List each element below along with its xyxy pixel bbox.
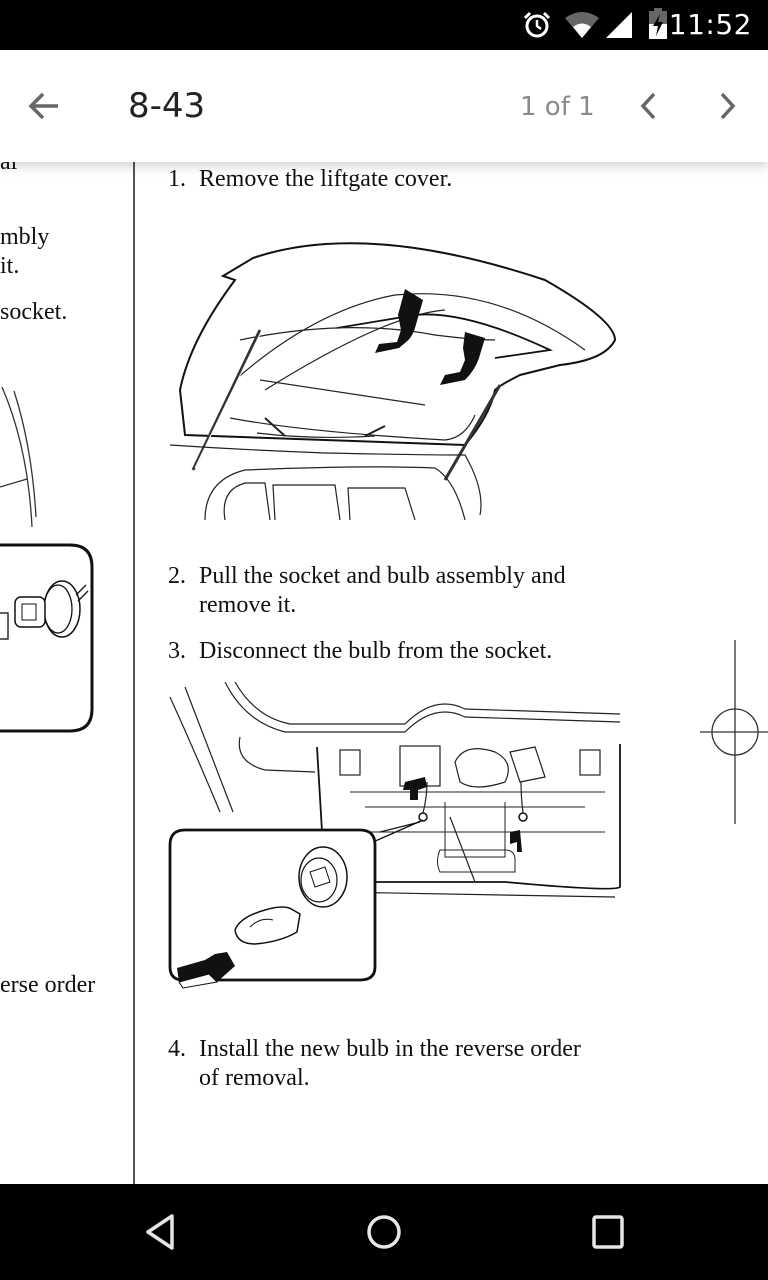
left-fragment: socket. <box>0 299 68 325</box>
left-fragment: al <box>0 162 18 175</box>
arrow-left-icon[interactable] <box>24 86 64 126</box>
step-text: Disconnect the bulb from the socket. <box>199 638 553 664</box>
toolbar: 8-43 1 of 1 <box>0 50 768 162</box>
step-text: Remove the liftgate cover. <box>199 166 453 192</box>
nav-recents-icon[interactable] <box>588 1212 628 1252</box>
page-title: 8-43 <box>128 86 206 126</box>
left-fragment: mbly <box>0 224 50 250</box>
nav-back-icon[interactable] <box>140 1212 180 1252</box>
left-partial-illustration <box>0 387 94 733</box>
registration-mark-icon <box>700 640 768 824</box>
battery-charging-icon <box>649 8 667 39</box>
step-number: 1. <box>168 166 186 192</box>
step-text: Install the new bulb in the reverse orde… <box>199 1036 581 1062</box>
page-count: 1 of 1 <box>520 92 595 122</box>
socket-bulb-removal-illustration <box>168 682 621 989</box>
step-number: 2. <box>168 563 186 589</box>
wifi-icon <box>565 12 599 38</box>
column-divider <box>133 162 135 1184</box>
step-text: remove it. <box>199 592 297 618</box>
step-number: 3. <box>168 638 186 664</box>
chevron-left-icon[interactable] <box>632 88 666 124</box>
cell-signal-icon <box>606 12 632 38</box>
liftgate-cover-removal-illustration <box>169 242 617 520</box>
left-fragment: it. <box>0 253 20 279</box>
step-text: Pull the socket and bulb assembly and <box>199 563 566 589</box>
clock: 11:52 <box>668 8 752 41</box>
navigation-bar <box>0 1184 768 1280</box>
status-bar: 11:52 <box>0 0 768 50</box>
chevron-right-icon[interactable] <box>710 88 744 124</box>
step-text: of removal. <box>199 1065 310 1091</box>
left-fragment: erse order <box>0 972 96 998</box>
document-page[interactable]: al mbly it. socket. erse order 1. Remove… <box>0 162 768 1184</box>
step-number: 4. <box>168 1036 186 1062</box>
nav-home-icon[interactable] <box>364 1212 404 1252</box>
alarm-icon <box>523 11 551 38</box>
